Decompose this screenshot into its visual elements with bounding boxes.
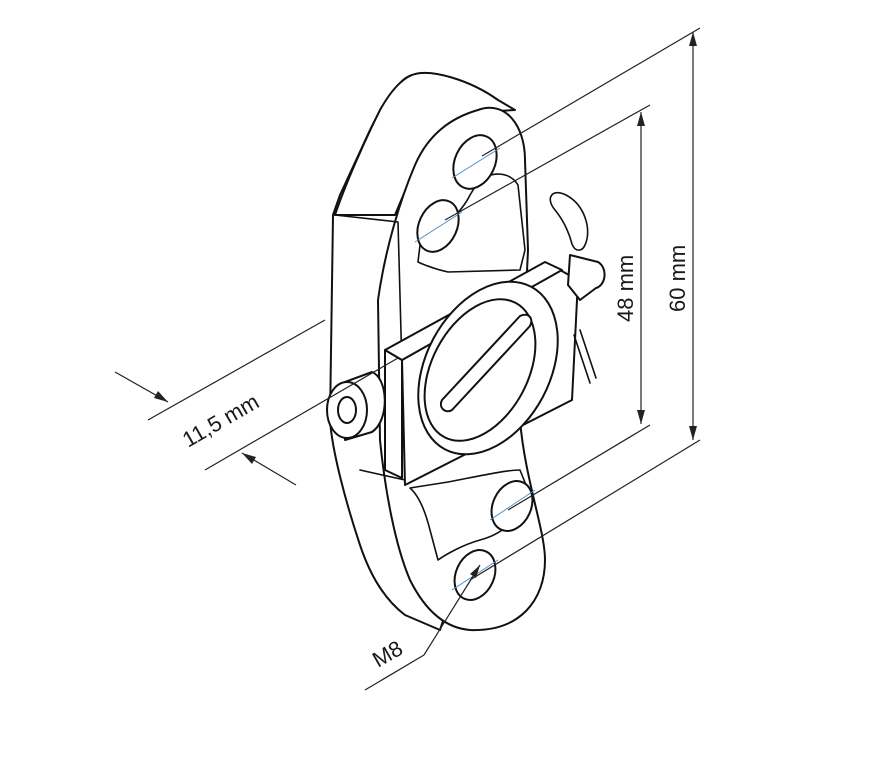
mount-hole-top (452, 134, 498, 190)
extension-line-11-5-a (147, 319, 326, 421)
clamp-block (384, 261, 579, 486)
bolt-stub-hole (337, 396, 357, 424)
extension-line-11-5-b (204, 357, 399, 471)
clamp-side (384, 349, 403, 479)
mount-hole-upper (416, 199, 460, 253)
cotter-pin (549, 191, 606, 384)
cotter-pin-leg (573, 329, 597, 384)
clamp-slot (440, 313, 533, 413)
bolt-stub (326, 371, 386, 441)
leader-line-m8 (423, 564, 481, 656)
dimension-label-48mm: 48 mm (613, 255, 638, 322)
dimension-48mm: 48 mm (444, 104, 651, 511)
arrow-48-bottom (637, 410, 645, 424)
arrow-11-5-right (242, 453, 256, 464)
dimension-60mm: 60 mm (469, 27, 701, 581)
centerline-top-hole (451, 147, 501, 179)
centerline-lower-hole (489, 489, 536, 521)
extension-line-60-top (481, 27, 701, 157)
bracket-lower-cutout (409, 469, 529, 561)
extension-line-48-bottom (507, 424, 651, 511)
leader-underline-m8 (364, 654, 425, 691)
arrow-m8 (470, 565, 480, 578)
extension-line-60-bottom (469, 439, 701, 581)
cotter-pin-loop (549, 191, 589, 251)
mount-hole-lower (490, 480, 534, 532)
arrow-11-5-left (154, 391, 168, 402)
thread-label-m8: M8 (368, 635, 407, 672)
extension-line-48-top (444, 104, 651, 221)
arrow-60-bottom (689, 426, 697, 440)
centerline-upper-hole (414, 211, 463, 243)
cotter-pin-shaft (567, 254, 606, 301)
dimension-label-60mm: 60 mm (665, 245, 690, 312)
dimension-label-11-5mm: 11,5 mm (178, 389, 263, 453)
arrow-60-top (689, 32, 697, 46)
arrow-48-top (637, 112, 645, 126)
mounting-holes (416, 134, 534, 601)
